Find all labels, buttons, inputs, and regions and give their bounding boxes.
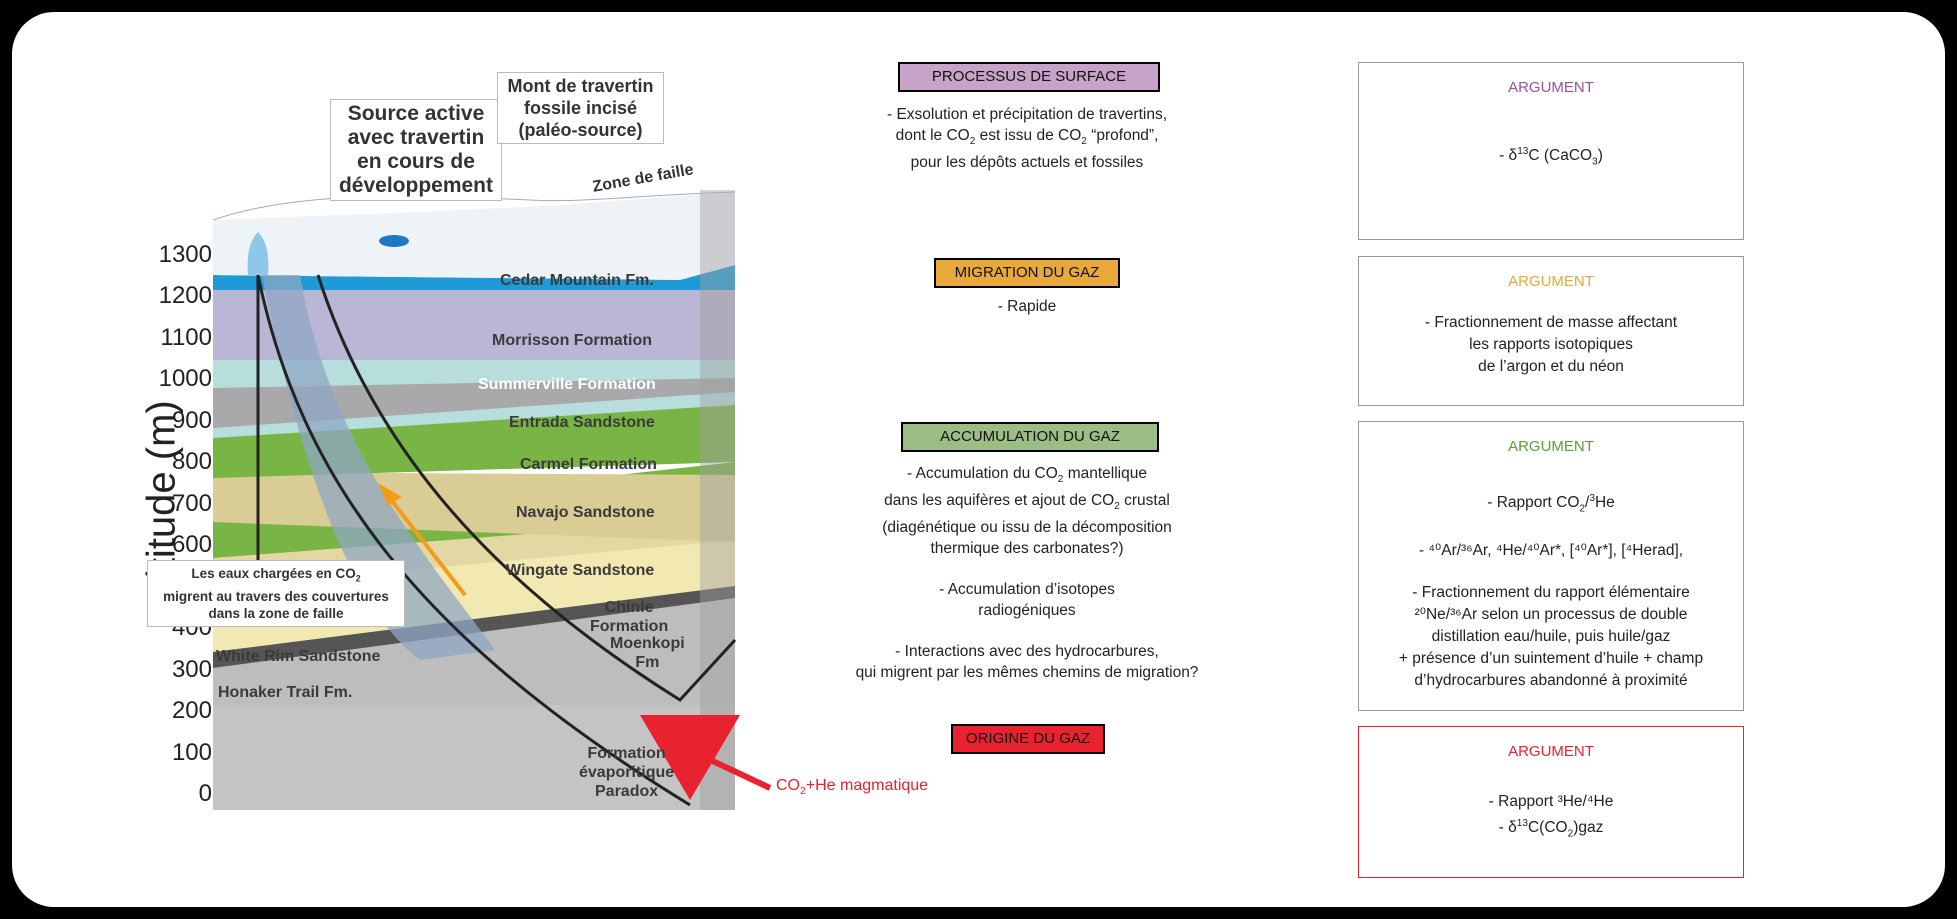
magmatic-arrow [640,715,740,800]
fault-line-right [316,274,737,702]
badge-accumulation-gaz: ACCUMULATION DU GAZ [901,422,1159,452]
migration-arrowhead [378,483,402,506]
migration-arrow [383,490,467,597]
layer-surface-snow [213,192,735,280]
argument-title: ARGUMENT [1508,743,1594,760]
layer-label-chinle: Chinle Formation [590,599,669,635]
y-tick: 300 [171,656,212,683]
argument-body: - Fractionnement de masse affectant les … [1424,314,1678,375]
layer-summerville [213,355,735,388]
text-accumulation-gaz: - Accumulation du CO2 mantellique dans l… [855,465,1199,682]
argument-title: ARGUMENT [1508,273,1594,290]
argument-box-accumulation: ARGUMENT - Rapport CO2/3He - ⁴⁰Ar/³⁶Ar, … [1358,421,1744,711]
text-processus-surface: - Exsolution et précipitation de travert… [887,106,1167,172]
y-tick: 700 [171,490,212,517]
layer-label-entrada: Entrada Sandstone [509,414,655,431]
callout-source-active: Source active avec travertin en cours de… [330,99,502,201]
argument-title: ARGUMENT [1508,79,1594,96]
argument-body: - Rapport CO2/3He - ⁴⁰Ar/³⁶Ar, ⁴He/⁴⁰Ar*… [1398,493,1704,690]
layer-label-cedar: Cedar Mountain Fm. [500,272,654,289]
layer-label-honaker: Honaker Trail Fm. [218,684,353,701]
argument-body: - Rapport ³He/⁴He - δ13C(CO2)gaz [1488,793,1614,840]
y-tick: 0 [198,780,212,807]
argument-title: ARGUMENT [1508,438,1594,455]
layer-cedar [213,265,735,290]
text-migration-gaz: - Rapide [997,298,1057,315]
y-tick: 1100 [160,324,212,351]
argument-box-surface: ARGUMENT - δ13C (CaCO3) [1358,62,1744,240]
argument-box-migration: ARGUMENT - Fractionnement de masse affec… [1358,256,1744,406]
spring-fountain [247,232,269,275]
layer-morrisson [213,270,735,360]
fault-zone [262,275,495,660]
y-tick: 1200 [158,282,212,309]
y-tick: 900 [171,407,212,434]
fault-line-left [256,274,691,807]
y-tick: 1000 [158,365,212,392]
layer-label-wingate: Wingate Sandstone [506,562,655,579]
magmatic-arrow-shaft [698,752,772,791]
layer-label-morrisson: Morrisson Formation [492,332,653,349]
y-tick: 1300 [158,241,212,268]
layer-entrada [213,372,735,428]
badge-processus-surface: PROCESSUS DE SURFACE [898,62,1160,92]
argument-body: - δ13C (CaCO3) [1499,146,1603,168]
layer-label-moenkopi: Moenkopi Fm [610,635,685,671]
badge-migration-gaz: MIGRATION DU GAZ [934,258,1120,288]
layer-label-summerville: Summerville Formation [478,376,656,393]
y-tick: 200 [171,697,212,724]
callout-eaux-chargees: Les eaux chargées en CO2 migrent au trav… [147,560,405,627]
argument-box-origine: ARGUMENT - Rapport ³He/⁴He - δ13C(CO2)ga… [1358,726,1744,878]
layer-label-paradox: Formation évaporitique Paradox [579,745,675,800]
layer-label-carmel: Carmel Formation [520,456,657,473]
callout-mont-travertin: Mont de travertin fossile incisé (paléo-… [497,72,664,144]
pond [379,235,409,247]
layer-label-white-rim: White Rim Sandstone [216,648,381,665]
y-tick: 800 [171,448,212,475]
y-tick: 100 [171,739,212,766]
layer-label-navajo: Navajo Sandstone [516,504,655,521]
figure-card: Altitude (m) 1300 1200 1100 1000 900 800… [12,12,1945,907]
y-tick: 600 [171,531,212,558]
geologic-block-diagram [212,190,772,810]
layer-paradox [213,705,735,810]
block-right-face [700,190,735,810]
badge-origine-gaz: ORIGINE DU GAZ [951,724,1105,754]
magmatic-label: CO2+He magmatique [776,777,929,798]
